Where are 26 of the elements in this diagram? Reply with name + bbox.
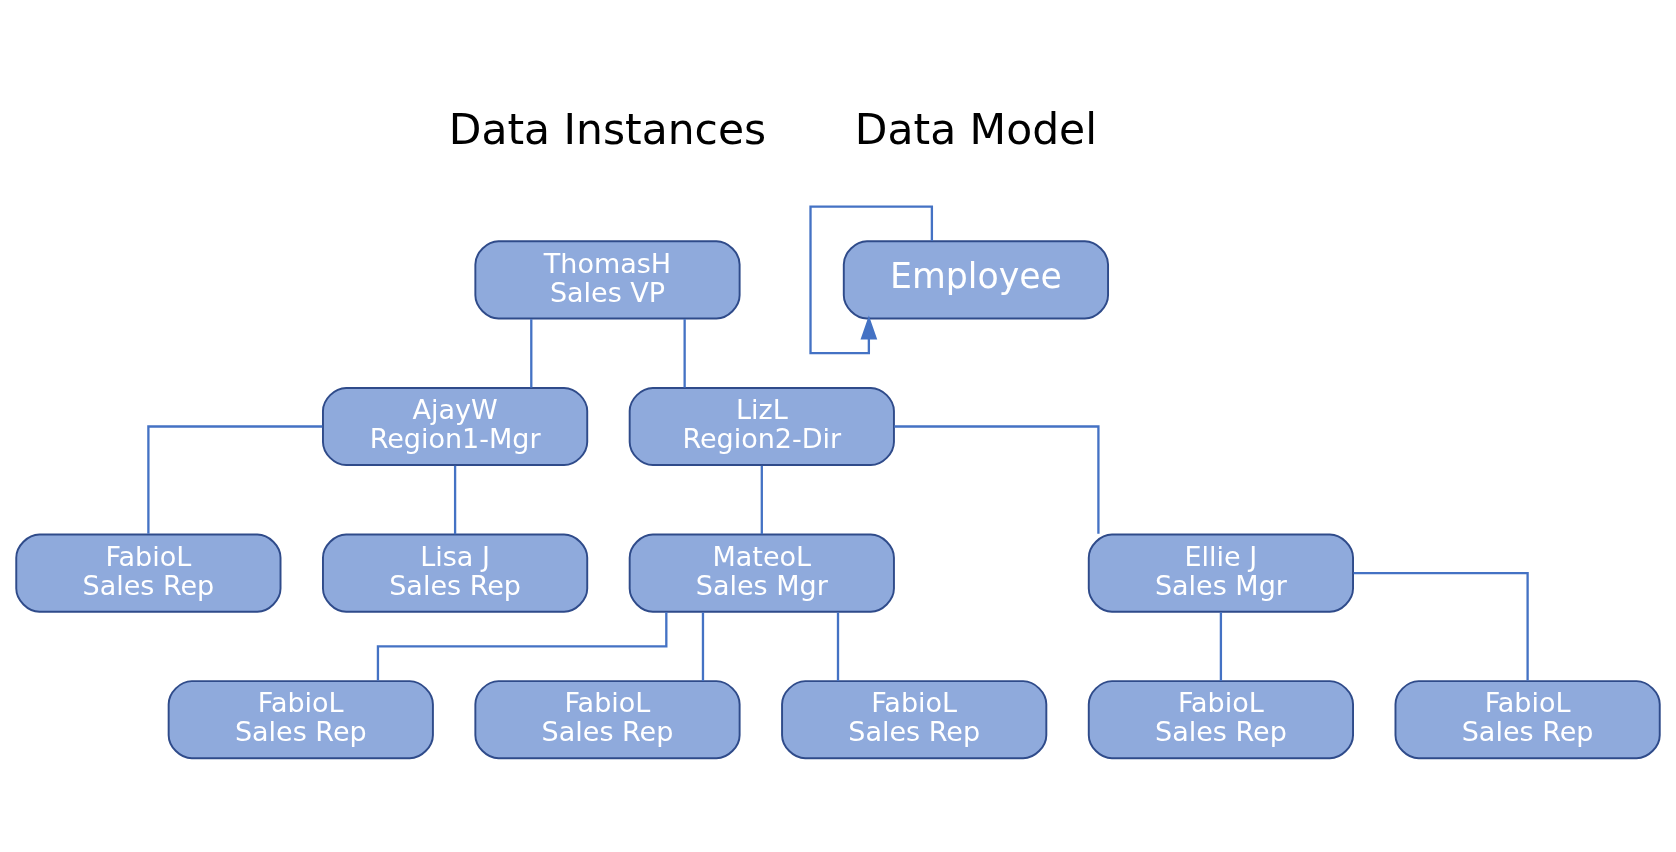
connector	[376, 611, 668, 680]
node-box: AjayW Region1-Mgr	[322, 386, 589, 466]
node-box: FabioL Sales Rep	[167, 679, 434, 759]
node-box: MateoL Sales Mgr	[628, 533, 895, 613]
node-box: Ellie J Sales Mgr	[1087, 533, 1354, 613]
connector	[683, 318, 686, 388]
node-box: LizL Region2-Dir	[628, 386, 895, 466]
label: Data Model	[854, 104, 1097, 154]
node-box: Lisa J Sales Rep	[322, 533, 589, 613]
node-box: ThomasH Sales VP	[474, 239, 741, 319]
node-box: FabioL Sales Rep	[474, 679, 741, 759]
node-box: FabioL Sales Rep	[781, 679, 1048, 759]
connector	[1219, 611, 1223, 681]
label: Data Instances	[448, 104, 767, 154]
connector	[1353, 571, 1529, 680]
connector	[760, 465, 763, 534]
connector	[894, 424, 1100, 534]
connector	[147, 424, 323, 534]
node-box: FabioL Sales Rep	[1394, 679, 1661, 759]
connector	[530, 318, 533, 388]
node-box: FabioL Sales Rep	[15, 533, 282, 613]
connector	[453, 465, 457, 534]
node-box: Employee	[842, 239, 1110, 319]
connector	[701, 611, 705, 681]
node-box: FabioL Sales Rep	[1087, 679, 1354, 759]
connector	[836, 611, 840, 681]
